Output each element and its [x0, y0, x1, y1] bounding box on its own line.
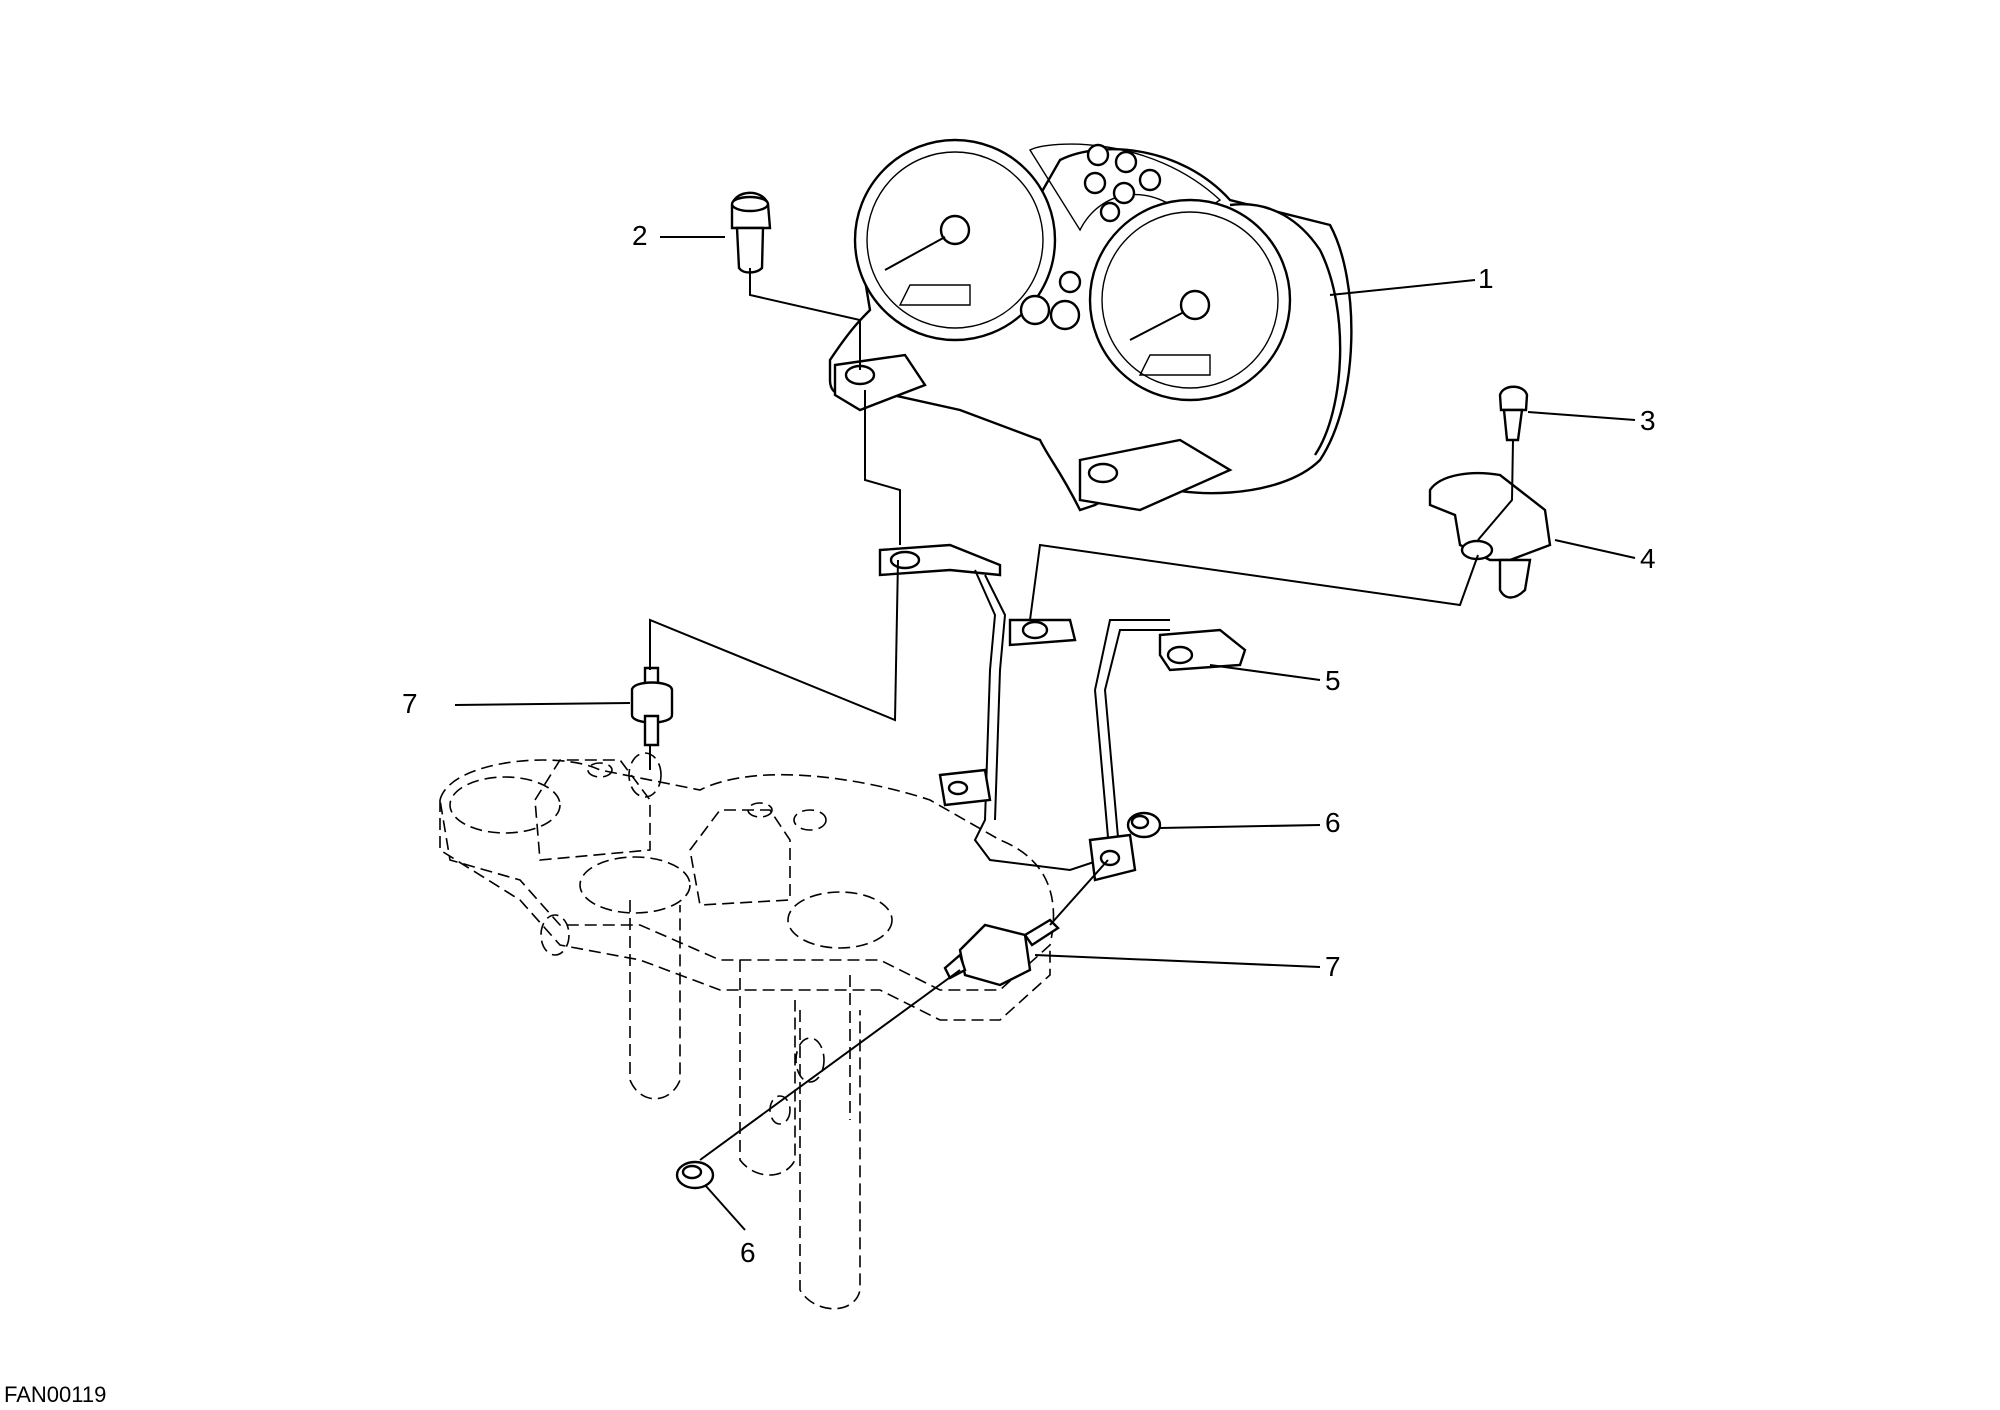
drawing-code: FAN00119 — [4, 1382, 106, 1407]
bracket-part-4 — [1428, 471, 1552, 599]
support-bracket-part-5 — [878, 543, 1247, 882]
instrument-cluster — [828, 138, 1353, 512]
rubber-mount-part-7-lower — [943, 918, 1060, 987]
nut-part-6-upper — [1126, 811, 1162, 839]
callout-6-lower: 6 — [740, 1237, 756, 1268]
callout-6-upper: 6 — [1325, 807, 1341, 838]
nut-part-6-lower — [675, 1160, 715, 1190]
callout-4: 4 — [1640, 543, 1656, 574]
callout-5: 5 — [1325, 665, 1341, 696]
triple-clamp-ghost — [439, 752, 1055, 1310]
screw-part-2 — [730, 191, 772, 274]
leader-lines — [454, 236, 1636, 1231]
callout-7-upper: 7 — [402, 688, 418, 719]
rubber-mount-part-7-upper — [630, 666, 674, 747]
callout-labels: 1 2 3 4 5 6 6 7 7 — [402, 220, 1656, 1268]
callout-3: 3 — [1640, 405, 1656, 436]
callout-2: 2 — [632, 220, 648, 251]
callout-1: 1 — [1478, 263, 1494, 294]
screw-part-3 — [1498, 385, 1529, 442]
callout-7-lower: 7 — [1325, 951, 1341, 982]
